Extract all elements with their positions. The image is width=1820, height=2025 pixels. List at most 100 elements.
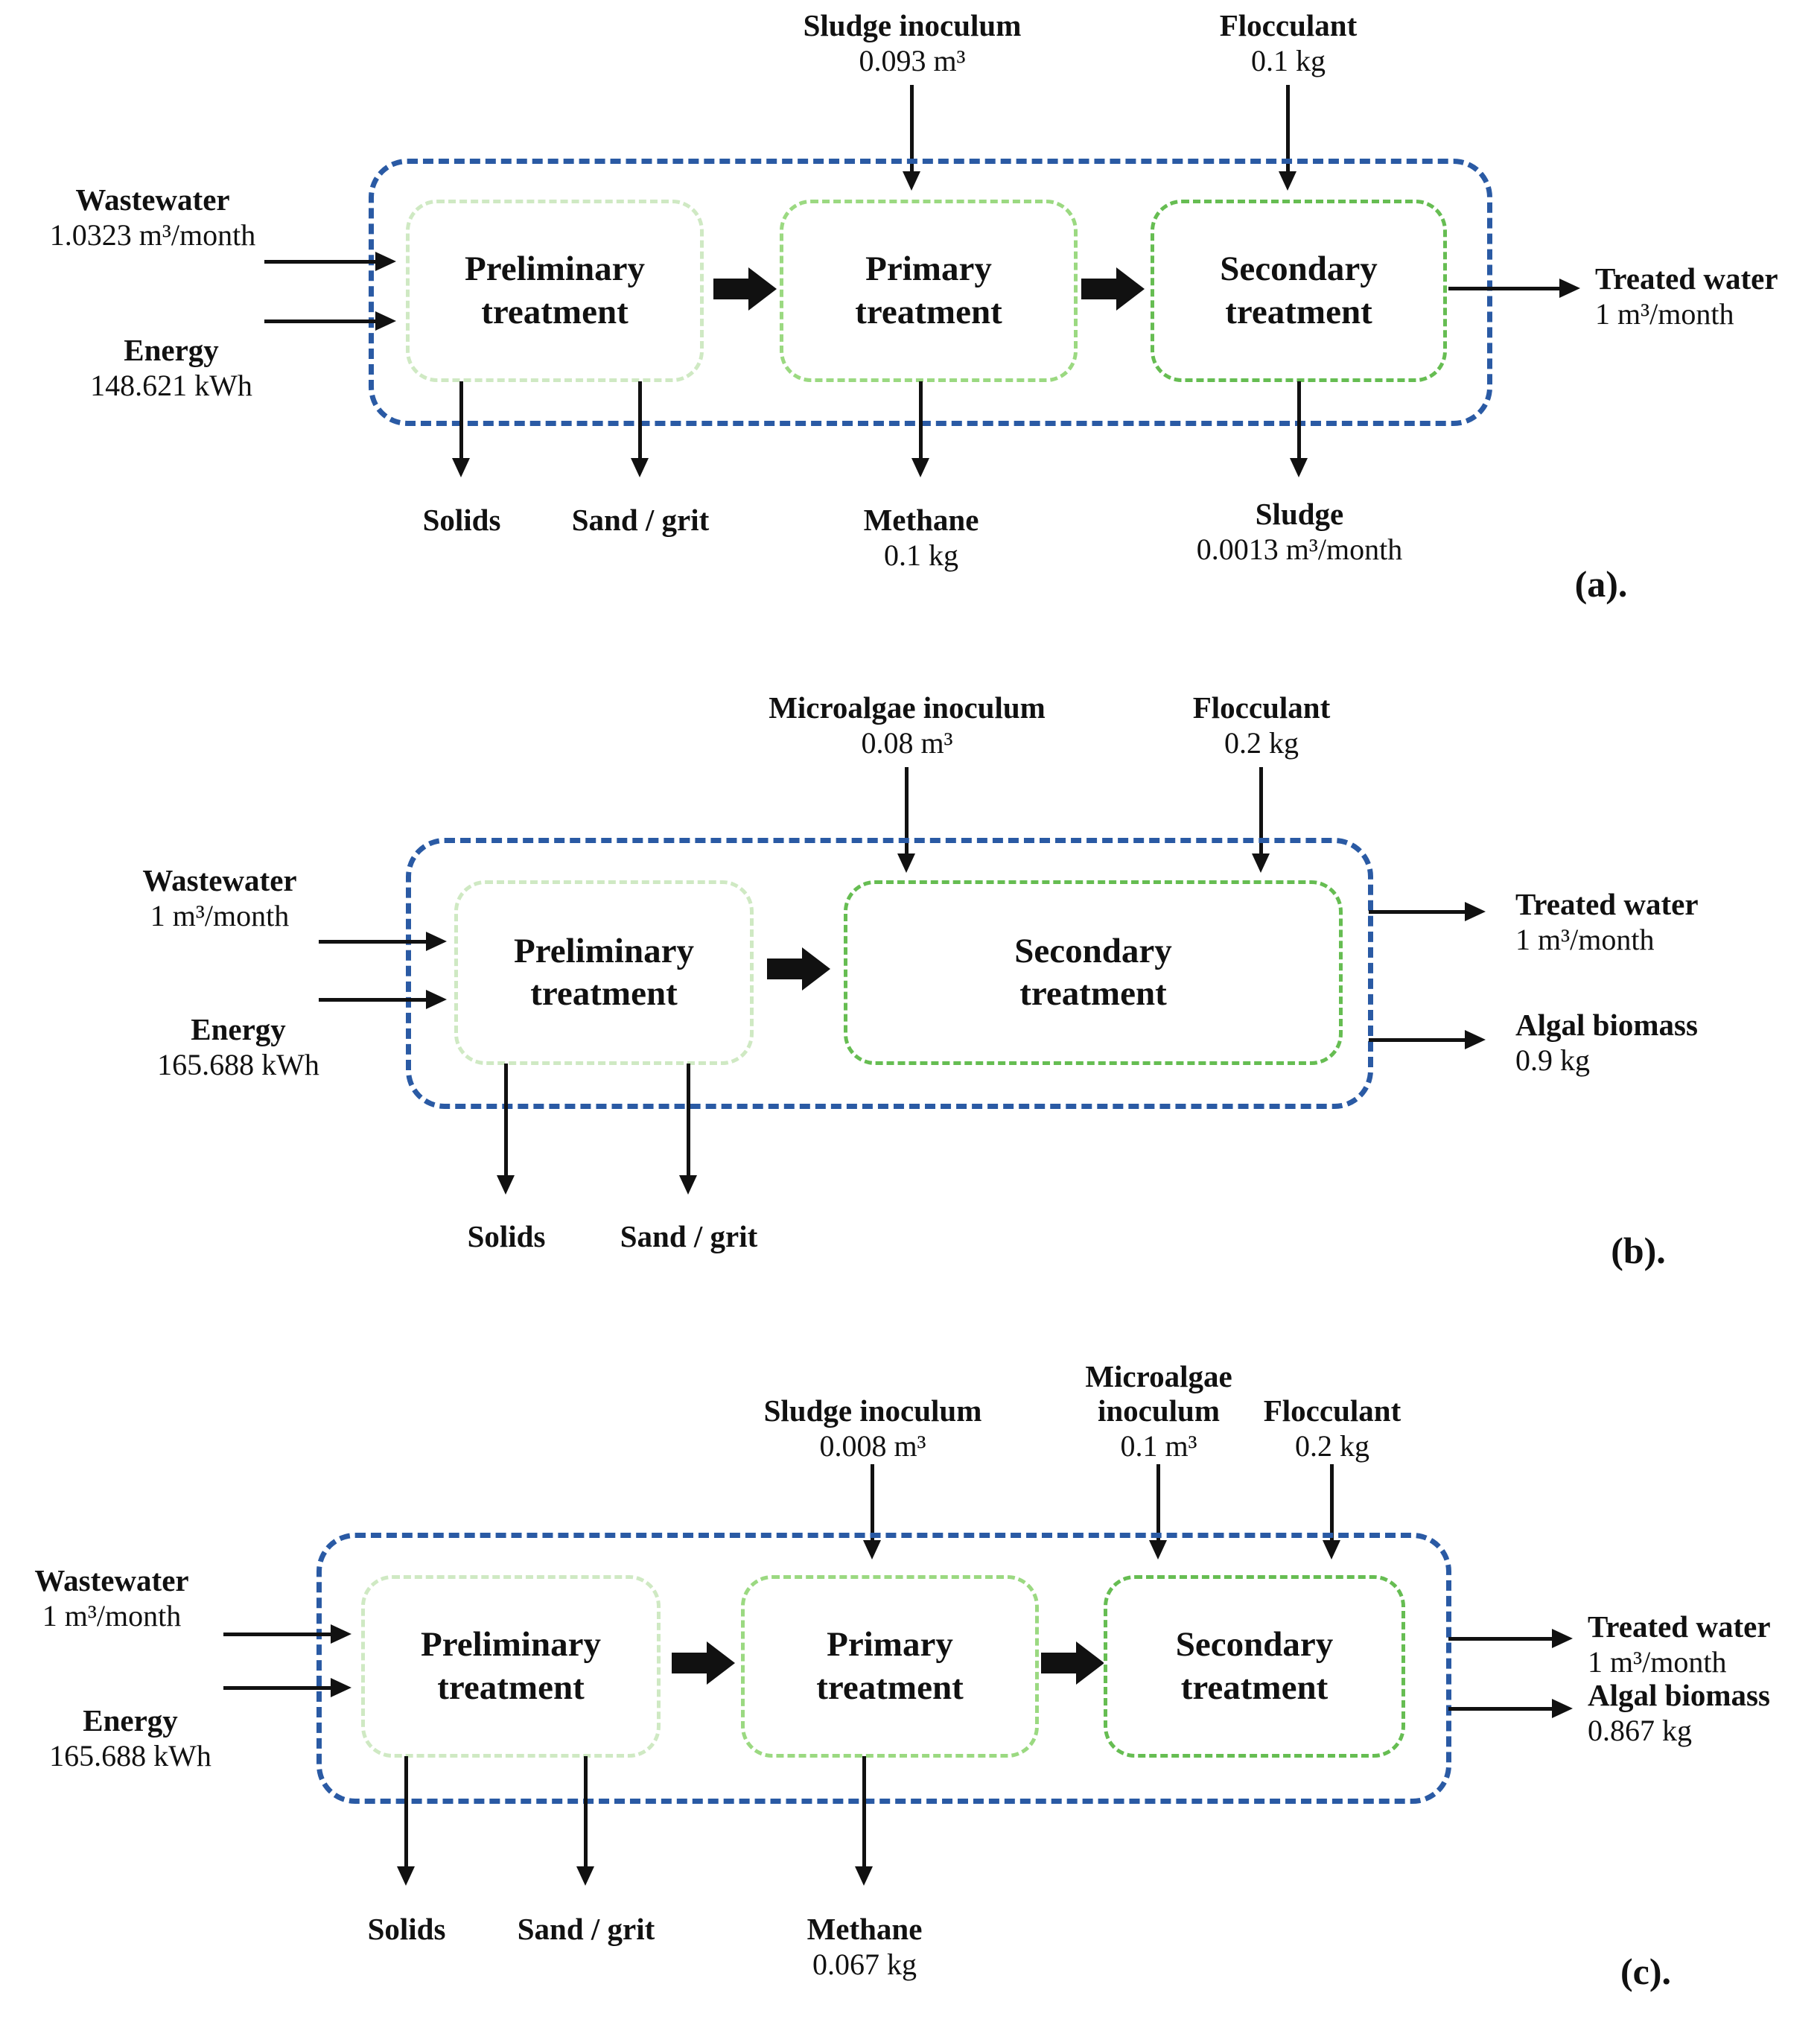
down-arrow <box>903 85 920 191</box>
left-input-value: 165.688 kWh <box>49 1739 211 1773</box>
panel-tag: (a). <box>1574 563 1628 605</box>
treatment-box-title: Secondary treatment <box>1175 1625 1334 1707</box>
treatment-box-primary: Primary treatment <box>741 1575 1039 1758</box>
bottom-output-value: 0.067 kg <box>812 1948 917 1981</box>
treatment-box-title: Secondary treatment <box>1220 249 1378 331</box>
top-input-label: Flocculant <box>1219 8 1358 42</box>
left-input-label: Wastewater <box>142 863 297 897</box>
output-arrow <box>1369 902 1486 921</box>
treatment-box-title: Preliminary treatment <box>465 249 645 331</box>
treatment-box-preliminary: Preliminary treatment <box>454 880 754 1065</box>
top-input-value: 0.008 m³ <box>819 1429 926 1463</box>
right-output-value: 1 m³/month <box>1515 923 1655 956</box>
left-input-value: 1 m³/month <box>150 899 290 932</box>
bottom-output-label: Sludge <box>1255 497 1344 531</box>
down-arrow <box>1323 1464 1340 1560</box>
bottom-output-label: Solids <box>467 1219 546 1253</box>
down-arrow <box>911 381 929 477</box>
down-arrow <box>397 1756 415 1886</box>
top-input-value: 0.1 kg <box>1251 44 1326 77</box>
top-input-label: Sludge inoculum <box>763 1393 982 1428</box>
system-boundary <box>369 159 1492 426</box>
left-input-label: Energy <box>124 333 219 367</box>
treatment-box-preliminary: Preliminary treatment <box>361 1575 661 1758</box>
left-input-label: Wastewater <box>34 1563 189 1598</box>
right-output-value: 0.867 kg <box>1588 1714 1692 1747</box>
block-arrow-icon <box>713 267 777 311</box>
block-arrow-icon <box>1041 1641 1104 1685</box>
down-arrow <box>1279 85 1296 191</box>
bottom-output-value: 0.0013 m³/month <box>1196 533 1403 566</box>
output-arrow <box>1448 1629 1573 1648</box>
left-input-label: Energy <box>191 1012 286 1046</box>
down-arrow <box>576 1756 594 1886</box>
right-output-label: Algal biomass <box>1515 1008 1698 1042</box>
output-arrow <box>1448 279 1580 298</box>
treatment-box-preliminary: Preliminary treatment <box>406 200 704 382</box>
input-arrow <box>319 990 447 1009</box>
input-arrow <box>223 1624 351 1644</box>
right-output-label: Treated water <box>1515 887 1699 921</box>
input-arrow <box>264 252 396 271</box>
down-arrow <box>631 381 649 477</box>
down-arrow <box>452 381 470 477</box>
down-arrow <box>679 1064 697 1195</box>
treatment-box-secondary: Secondary treatment <box>1104 1575 1405 1758</box>
right-output-label: Treated water <box>1595 261 1778 296</box>
bottom-output-value: 0.1 kg <box>884 538 958 572</box>
top-input-label: Sludge inoculum <box>803 8 1022 42</box>
treatment-box-secondary: Secondary treatment <box>844 880 1343 1065</box>
bottom-output-label: Methane <box>863 503 979 537</box>
down-arrow <box>897 767 915 873</box>
right-output-value: 1 m³/month <box>1595 297 1734 331</box>
system-boundary <box>316 1533 1451 1804</box>
block-arrow-icon <box>672 1641 735 1685</box>
treatment-box-title: Primary treatment <box>855 249 1002 331</box>
treatment-box-primary: Primary treatment <box>780 200 1078 382</box>
top-input-value: 0.08 m³ <box>861 726 953 760</box>
top-input-label: Microalgae inoculum <box>769 690 1046 725</box>
input-arrow <box>319 932 447 951</box>
left-input-value: 148.621 kWh <box>90 369 252 402</box>
down-arrow <box>1149 1464 1167 1560</box>
output-arrow <box>1369 1030 1486 1049</box>
down-arrow <box>863 1464 881 1560</box>
top-input-label: Flocculant <box>1263 1393 1401 1428</box>
right-output-value: 1 m³/month <box>1588 1645 1727 1679</box>
top-input-value: 0.2 kg <box>1224 726 1299 760</box>
bottom-output-label: Solids <box>367 1912 446 1946</box>
bottom-output-label: Sand / grit <box>620 1219 758 1253</box>
input-arrow <box>223 1678 351 1697</box>
right-output-label: Treated water <box>1588 1609 1771 1644</box>
panel-tag: (c). <box>1620 1951 1671 1992</box>
left-input-value: 165.688 kWh <box>157 1048 319 1081</box>
system-boundary <box>406 838 1373 1109</box>
top-input-label: Flocculant <box>1192 690 1331 725</box>
left-input-value: 1.0323 m³/month <box>49 218 256 252</box>
down-arrow <box>1252 767 1270 873</box>
down-arrow <box>855 1756 873 1886</box>
bottom-output-label: Solids <box>422 503 501 537</box>
output-arrow <box>1448 1699 1573 1718</box>
bottom-output-label: Sand / grit <box>571 503 710 537</box>
treatment-box-title: Primary treatment <box>816 1625 964 1707</box>
treatment-box-title: Preliminary treatment <box>514 931 694 1013</box>
treatment-box-secondary: Secondary treatment <box>1151 200 1447 382</box>
panel-tag: (b). <box>1611 1230 1666 1271</box>
top-input-value: 0.093 m³ <box>859 44 966 77</box>
input-arrow <box>264 311 396 331</box>
down-arrow <box>1290 381 1308 477</box>
bottom-output-label: Sand / grit <box>517 1912 655 1946</box>
down-arrow <box>497 1064 515 1195</box>
right-output-label: Algal biomass <box>1588 1678 1770 1712</box>
top-input-value: 0.1 m³ <box>1120 1429 1197 1463</box>
treatment-box-title: Preliminary treatment <box>421 1625 601 1707</box>
top-input-label: Microalgae inoculum <box>1085 1359 1232 1428</box>
block-arrow-icon <box>1081 267 1145 311</box>
left-input-label: Wastewater <box>75 182 230 217</box>
left-input-value: 1 m³/month <box>42 1599 182 1633</box>
block-arrow-icon <box>767 947 830 991</box>
treatment-box-title: Secondary treatment <box>1014 931 1172 1013</box>
left-input-label: Energy <box>83 1703 178 1738</box>
